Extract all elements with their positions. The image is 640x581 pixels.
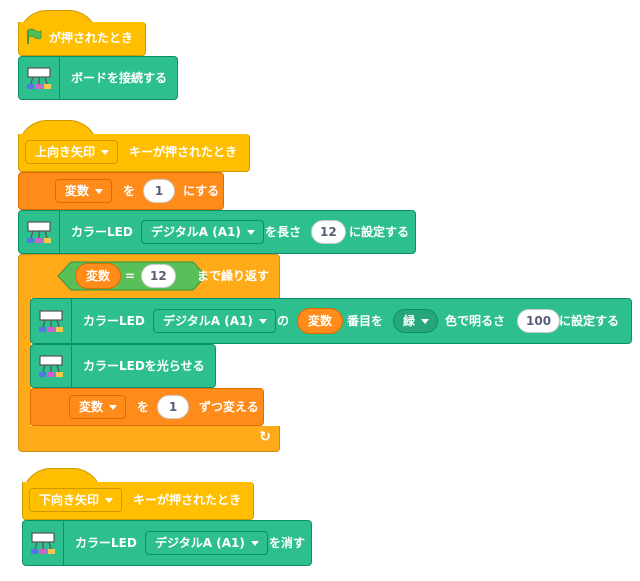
block-text: カラーLED <box>75 536 137 550</box>
pin-value: デジタルA (A1) <box>155 536 245 550</box>
variable-select[interactable]: 変数 <box>69 395 127 419</box>
block-text: に設定する <box>559 314 620 328</box>
key-select[interactable]: 上向き矢印 <box>25 140 119 164</box>
color-led-icon <box>38 310 64 333</box>
block-text: に設定する <box>349 225 410 239</box>
connect-label: ボードを接続する <box>71 71 168 85</box>
when-key-pressed-block[interactable]: 下向き矢印 キーが押されたとき <box>22 482 254 520</box>
block-text: を長さ <box>265 225 302 239</box>
chevron-down-icon <box>246 230 255 235</box>
equals-operator: = <box>125 269 136 283</box>
hat-label: が押されたとき <box>49 31 134 45</box>
separator <box>63 521 64 565</box>
key-select-value: 下向き矢印 <box>39 493 100 507</box>
set-led-length-block[interactable]: カラーLED デジタルA (A1) を長さ 12 に設定する <box>18 210 416 254</box>
chevron-down-icon <box>105 498 114 503</box>
block-text: カラーLEDを光らせる <box>83 359 205 373</box>
pin-value: デジタルA (A1) <box>163 314 253 328</box>
connect-board-block[interactable]: ボードを接続する <box>18 56 178 100</box>
repeat-until-block[interactable]: 変数 = 12 まで繰り返す <box>18 254 280 298</box>
chevron-down-icon <box>109 405 118 410</box>
variable-reporter[interactable]: 変数 <box>75 263 122 289</box>
separator <box>71 345 72 387</box>
pin-select[interactable]: デジタルA (A1) <box>145 531 268 555</box>
block-text: 色で明るさ <box>445 314 506 328</box>
when-key-pressed-block[interactable]: 上向き矢印 キーが押されたとき <box>18 134 250 172</box>
repeat-arm <box>18 298 31 426</box>
value-input[interactable]: 1 <box>157 395 189 419</box>
pin-select[interactable]: デジタルA (A1) <box>153 309 276 333</box>
hat-label: キーが押されたとき <box>133 493 242 507</box>
chevron-down-icon <box>95 189 104 194</box>
color-value: 緑 <box>403 314 416 328</box>
chevron-down-icon <box>258 319 267 324</box>
chevron-down-icon <box>250 541 259 546</box>
variable-name: 変数 <box>79 400 104 414</box>
change-variable-block[interactable]: 変数 を 1 ずつ変える <box>30 388 264 426</box>
block-text: の <box>277 314 290 328</box>
key-select-value: 上向き矢印 <box>35 145 96 159</box>
pin-select[interactable]: デジタルA (A1) <box>141 220 264 244</box>
block-text: 番目を <box>347 314 384 328</box>
value-input[interactable]: 1 <box>143 179 175 203</box>
length-input[interactable]: 12 <box>311 220 346 244</box>
color-led-icon <box>26 67 52 90</box>
chevron-down-icon <box>101 150 110 155</box>
color-select[interactable]: 緑 <box>393 309 439 333</box>
block-text: を消す <box>269 536 306 550</box>
variable-select[interactable]: 変数 <box>55 179 113 203</box>
repeat-value-input[interactable]: 12 <box>141 264 176 288</box>
block-text: ずつ変える <box>199 400 259 414</box>
brightness-input[interactable]: 100 <box>517 309 561 333</box>
chevron-down-icon <box>421 319 430 324</box>
repeat-until-footer: ↻ <box>18 426 280 452</box>
separator <box>71 299 72 343</box>
set-variable-block[interactable]: 変数 を 1 にする <box>18 172 224 210</box>
hat-label: キーが押されたとき <box>129 145 238 159</box>
block-text: を <box>123 184 136 198</box>
when-flag-clicked-block[interactable]: が押されたとき <box>18 22 146 56</box>
block-text: カラーLED <box>83 314 145 328</box>
variable-name: 変数 <box>65 184 90 198</box>
block-text: カラーLED <box>71 225 133 239</box>
separator <box>59 211 60 253</box>
show-led-block[interactable]: カラーLEDを光らせる <box>30 344 216 388</box>
block-text: にする <box>183 184 220 198</box>
separator <box>59 57 60 99</box>
pin-value: デジタルA (A1) <box>151 225 241 239</box>
color-led-icon <box>30 532 56 555</box>
key-select[interactable]: 下向き矢印 <box>29 488 123 512</box>
variable-reporter[interactable]: 変数 <box>297 308 344 334</box>
color-led-icon <box>26 221 52 244</box>
block-text: を <box>137 400 150 414</box>
green-flag-icon <box>27 28 42 44</box>
set-led-color-block[interactable]: カラーLED デジタルA (A1) の 変数 番目を 緑 色で明るさ 100 に… <box>30 298 632 344</box>
color-led-icon <box>38 355 64 378</box>
loop-arrow-icon: ↻ <box>259 429 271 445</box>
clear-led-block[interactable]: カラーLED デジタルA (A1) を消す <box>22 520 312 566</box>
block-text: まで繰り返す <box>197 269 270 283</box>
